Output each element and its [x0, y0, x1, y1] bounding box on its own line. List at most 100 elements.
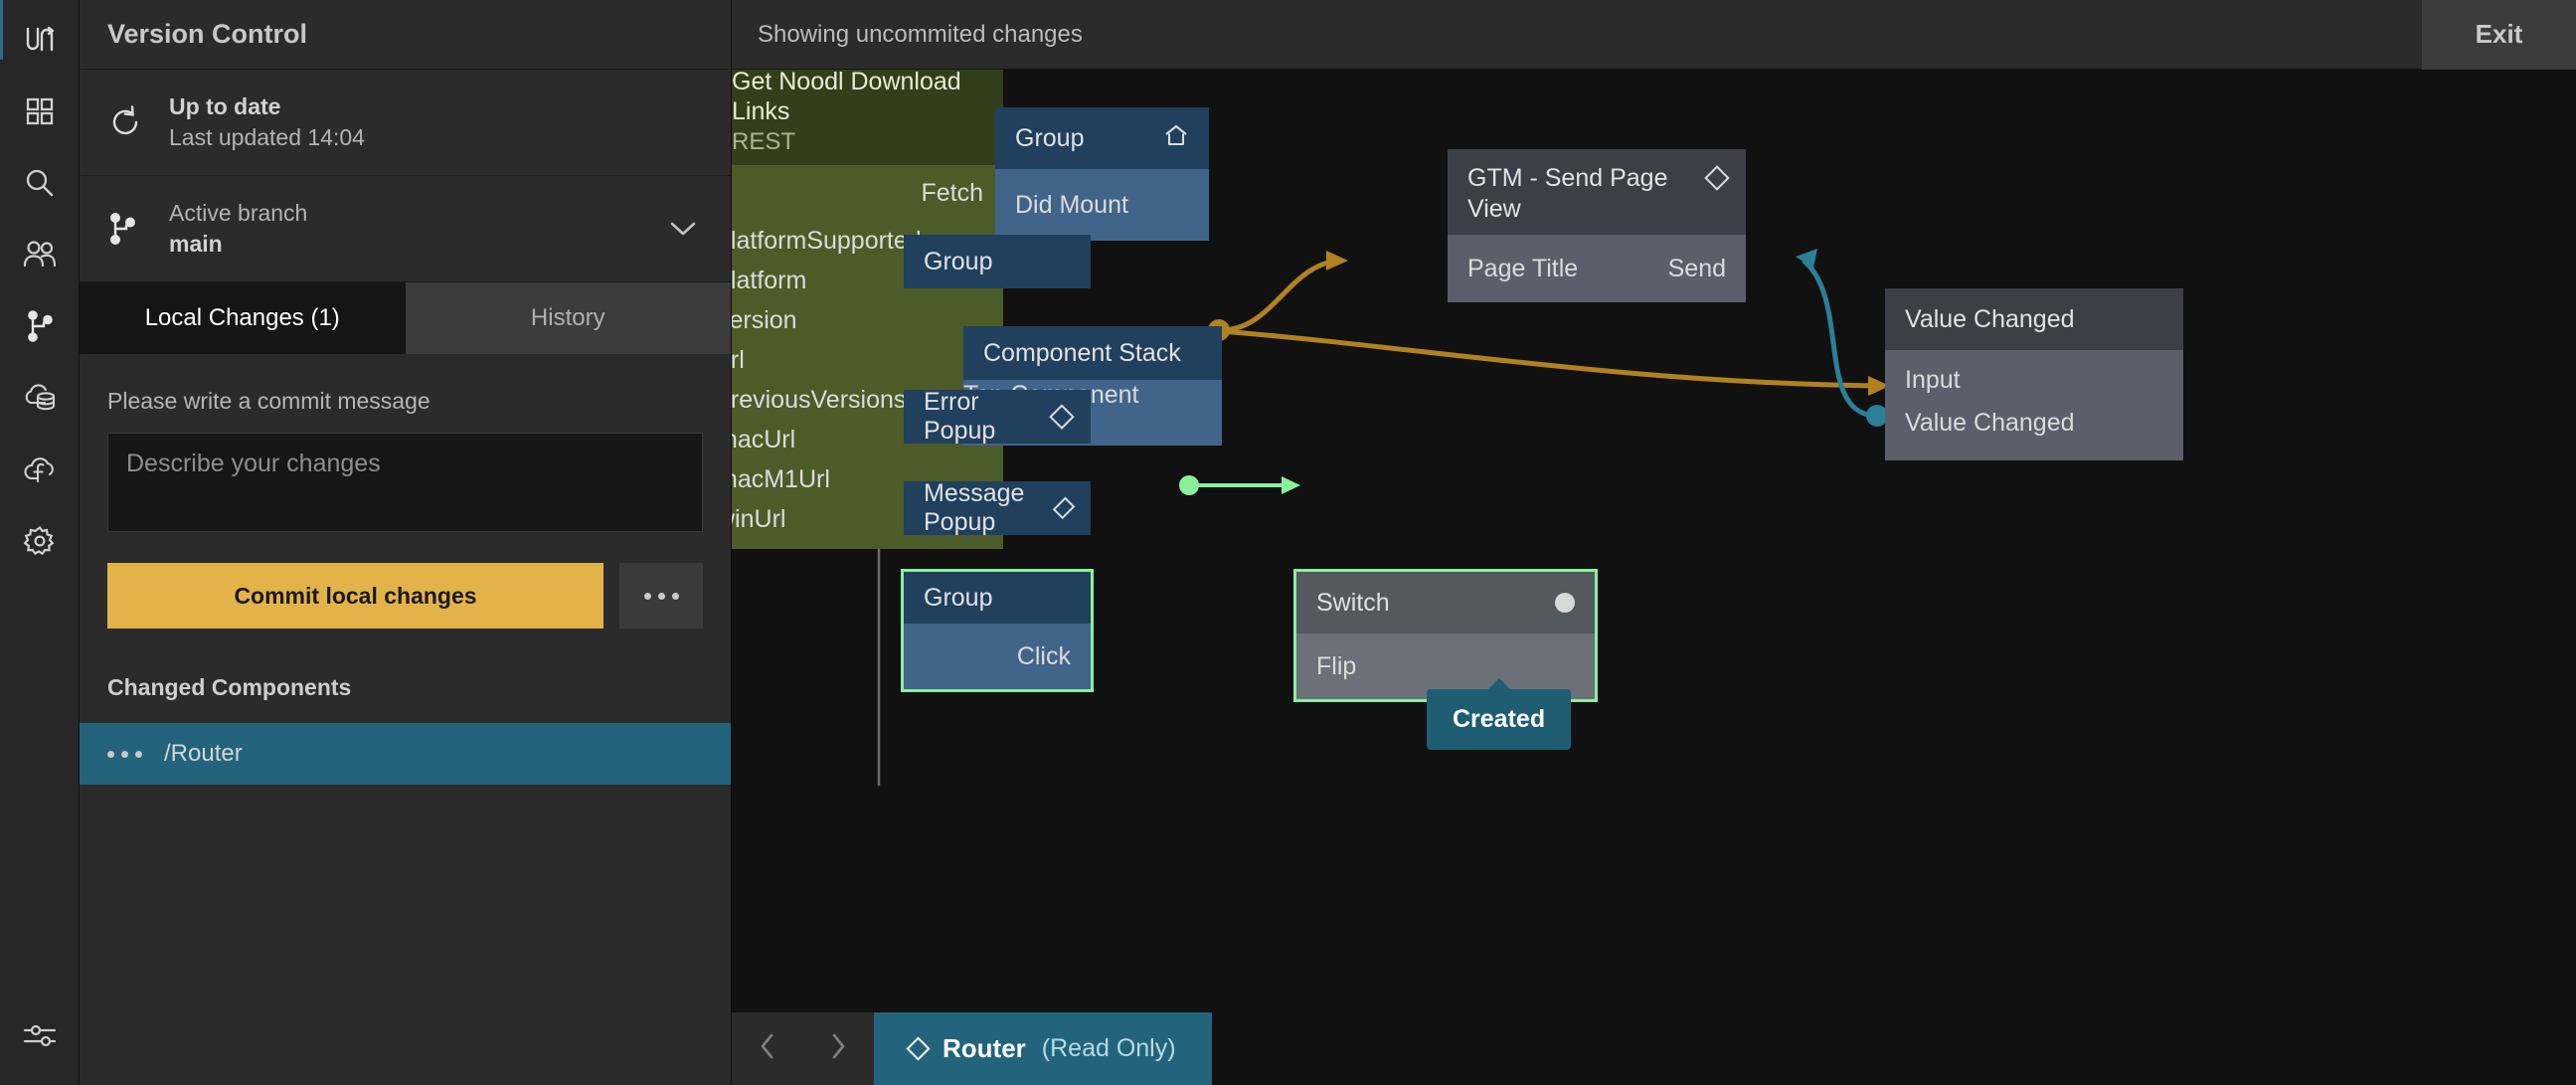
node-rest[interactable]: Get Noodl Download Links REST Fetch plat… [732, 70, 1003, 549]
commit-message-input[interactable] [107, 433, 703, 533]
port-previousversions[interactable]: previousVersions [732, 385, 907, 414]
edge-topcomp-pagetitle [1220, 258, 1341, 333]
port-platformsupported[interactable]: platformSupported [732, 226, 922, 255]
chevron-right-icon[interactable] [828, 1031, 848, 1066]
git-branch-icon [107, 212, 169, 246]
users-icon[interactable] [0, 219, 80, 290]
rest-subtitle: REST [732, 128, 796, 155]
exit-button[interactable]: Exit [2422, 0, 2576, 70]
dot-3 [135, 750, 142, 758]
sync-status-row[interactable]: Up to date Last updated 14:04 [80, 70, 731, 177]
chevron-down-icon[interactable] [663, 220, 703, 238]
node-value-changed[interactable]: Value Changed Input Value Changed [1885, 288, 2183, 460]
tab-local-changes[interactable]: Local Changes (1) [80, 282, 406, 355]
noodl-logo-icon[interactable] [0, 4, 80, 76]
arrow-flip [1282, 476, 1300, 494]
node-title-component-stack: Component Stack [963, 326, 1222, 380]
node-ports-gtm: Page Title Send [1448, 235, 1746, 302]
home-icon [1163, 123, 1189, 154]
port-dot-click [1179, 475, 1199, 495]
commit-message-label: Please write a commit message [107, 388, 430, 415]
node-title-group-root: Group [995, 107, 1209, 169]
component-stack-title: Component Stack [983, 338, 1181, 367]
search-icon[interactable] [0, 147, 80, 219]
node-group-2[interactable]: Group [904, 235, 1091, 288]
port-winurl[interactable]: winUrl [732, 504, 786, 533]
diamond-icon [1704, 165, 1730, 191]
commit-actions: Commit local changes [107, 563, 703, 630]
node-gtm[interactable]: GTM - Send Page View Page Title Send [1448, 149, 1746, 302]
node-title-group-click: Group [904, 572, 1091, 624]
port-send[interactable]: Send [1667, 254, 1726, 282]
port-value-changed[interactable]: Value Changed [1905, 409, 2075, 437]
node-title-error-popup: Error Popup [904, 388, 1091, 445]
node-error-popup[interactable]: Error Popup [904, 388, 1091, 445]
dot-1 [107, 750, 114, 758]
arrow-pagetitle [1326, 251, 1348, 271]
value-changed-title: Value Changed [1905, 304, 2075, 333]
rail-active-indicator [0, 0, 3, 60]
node-ports-switch: Flip [1296, 633, 1595, 699]
chevron-left-icon[interactable] [758, 1031, 777, 1066]
port-page-title[interactable]: Page Title [1467, 254, 1579, 282]
tab-history[interactable]: History [405, 282, 731, 355]
port-macurl[interactable]: macUrl [732, 425, 796, 453]
active-branch-name: main [169, 231, 223, 258]
changed-component-name: /Router [164, 740, 243, 768]
cloud-database-icon[interactable] [0, 362, 80, 434]
port-url[interactable]: url [732, 345, 745, 374]
node-graph-canvas[interactable]: Get Noodl Download Links REST Fetch plat… [732, 70, 2576, 1085]
active-branch-label: Active branch [169, 200, 308, 227]
rest-title: Get Noodl Download Links [732, 70, 961, 125]
git-branch-icon[interactable] [0, 290, 80, 362]
dot-2 [121, 750, 128, 758]
dot-1 [643, 592, 651, 600]
port-flip[interactable]: Flip [1316, 651, 1357, 680]
sync-status-text: Up to date Last updated 14:04 [169, 91, 703, 153]
node-switch[interactable]: Switch Flip [1293, 569, 1598, 702]
row-more-icon[interactable] [107, 750, 142, 758]
node-group-root[interactable]: Group Did Mount [995, 107, 1209, 241]
left-icon-rail [0, 0, 80, 1085]
canvas-topbar: Showing uncommited changes Exit [732, 0, 2576, 70]
node-title-rest: Get Noodl Download Links REST [732, 70, 1003, 165]
breadcrumb-router[interactable]: Router (Read Only) [874, 1012, 1212, 1085]
message-popup-title: Message Popup [924, 479, 1025, 536]
port-version[interactable]: version [732, 305, 797, 334]
port-fetch[interactable]: Fetch [921, 178, 983, 207]
port-macm1url[interactable]: macM1Url [732, 464, 830, 493]
commit-more-options-button[interactable] [619, 563, 703, 630]
uncommitted-status-text: Showing uncommited changes [758, 20, 1083, 48]
created-tooltip: Created [1427, 678, 1572, 750]
node-group-click[interactable]: Group Click [901, 569, 1094, 692]
active-branch-row[interactable]: Active branch main [80, 176, 731, 283]
gear-icon[interactable] [0, 505, 80, 577]
arrow-send [1796, 249, 1817, 269]
changed-components-heading: Changed Components [107, 674, 352, 701]
port-platform[interactable]: platform [732, 266, 807, 294]
port-click[interactable]: Click [1016, 641, 1071, 670]
node-title-message-popup: Message Popup [904, 479, 1091, 536]
node-title-group-2: Group [904, 235, 1091, 288]
cloud-function-icon[interactable] [0, 434, 80, 505]
commit-local-changes-button[interactable]: Commit local changes [107, 563, 603, 630]
grid-icon[interactable] [0, 76, 80, 147]
breadcrumb-nav [732, 1012, 874, 1085]
sliders-icon[interactable] [0, 999, 80, 1071]
port-input[interactable]: Input [1905, 366, 1961, 394]
diamond-icon [906, 1036, 931, 1061]
dot-3 [671, 592, 679, 600]
panel-body: Please write a commit message Commit loc… [80, 354, 731, 1085]
changed-component-row[interactable]: /Router [80, 723, 731, 786]
sync-status-title: Up to date [169, 93, 281, 119]
port-did-mount[interactable]: Did Mount [1015, 190, 1128, 219]
breadcrumb-readonly: (Read Only) [1041, 1034, 1176, 1062]
refresh-icon [107, 104, 169, 140]
status-dot-icon [1555, 593, 1575, 613]
switch-title: Switch [1316, 588, 1390, 617]
active-branch-text: Active branch main [169, 198, 663, 260]
node-message-popup[interactable]: Message Popup [904, 479, 1091, 536]
gtm-title: GTM - Send Page View [1467, 164, 1668, 223]
node-title-switch: Switch [1296, 572, 1595, 633]
